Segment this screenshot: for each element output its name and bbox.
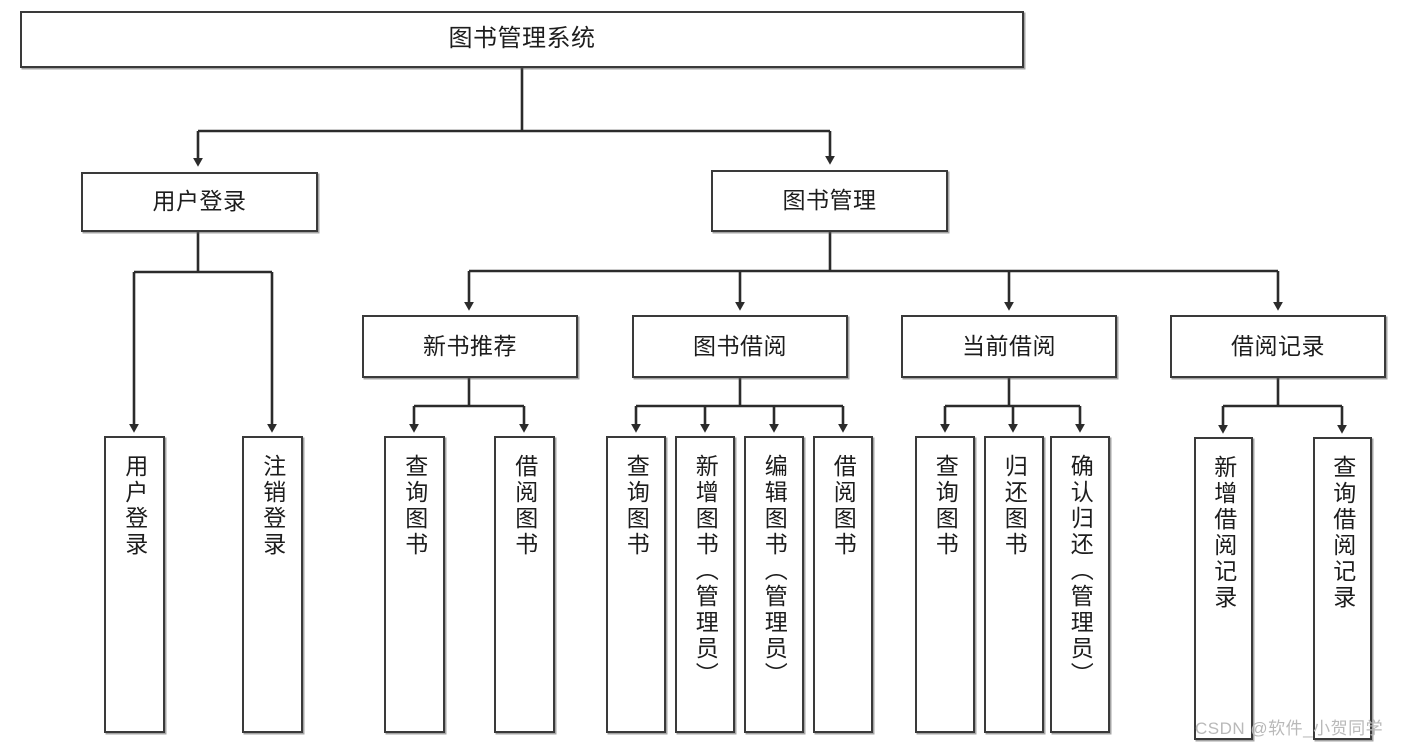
node-current-borrow-label: 当前借阅 (962, 332, 1056, 359)
node-leaf-query-book-c-label: 查询图书 (932, 454, 959, 558)
node-leaf-borrow-book-b-label: 借阅图书 (830, 454, 857, 558)
node-leaf-add-book-label: 新增图书（管理员） (692, 454, 719, 688)
node-leaf-add-book[interactable]: 新增图书（管理员） (675, 436, 735, 733)
node-new-book-recommend[interactable]: 新书推荐 (362, 315, 578, 378)
node-book-manage[interactable]: 图书管理 (711, 170, 948, 232)
node-borrow-record[interactable]: 借阅记录 (1170, 315, 1386, 378)
node-leaf-edit-book-label: 编辑图书（管理员） (761, 454, 788, 688)
node-leaf-confirm-return-label: 确认归还（管理员） (1067, 454, 1094, 688)
node-leaf-query-book-b[interactable]: 查询图书 (606, 436, 666, 733)
node-leaf-add-record[interactable]: 新增借阅记录 (1194, 437, 1253, 740)
node-leaf-query-book-c[interactable]: 查询图书 (915, 436, 975, 733)
node-new-book-recommend-label: 新书推荐 (423, 332, 517, 359)
node-user-login-label: 用户登录 (152, 188, 247, 215)
node-leaf-query-record[interactable]: 查询借阅记录 (1313, 437, 1372, 740)
node-leaf-edit-book[interactable]: 编辑图书（管理员） (744, 436, 804, 733)
node-leaf-confirm-return[interactable]: 确认归还（管理员） (1050, 436, 1110, 733)
node-leaf-add-record-label: 新增借阅记录 (1210, 455, 1237, 611)
node-root[interactable]: 图书管理系统 (20, 11, 1024, 68)
node-user-login[interactable]: 用户登录 (81, 172, 318, 232)
node-leaf-user-login-label: 用户登录 (121, 454, 148, 558)
node-leaf-return-book[interactable]: 归还图书 (984, 436, 1044, 733)
node-leaf-user-login[interactable]: 用户登录 (104, 436, 165, 733)
node-book-manage-label: 图书管理 (782, 187, 877, 214)
node-leaf-return-book-label: 归还图书 (1001, 454, 1028, 558)
watermark: CSDN @软件_小贺同学 (1195, 719, 1384, 738)
node-leaf-borrow-book-a-label: 借阅图书 (511, 454, 538, 558)
node-root-label: 图书管理系统 (448, 25, 596, 53)
node-leaf-query-record-label: 查询借阅记录 (1329, 455, 1356, 611)
node-borrow-record-label: 借阅记录 (1231, 332, 1325, 359)
node-leaf-query-book-a-label: 查询图书 (401, 454, 428, 558)
node-book-borrow-label: 图书借阅 (693, 332, 787, 359)
node-leaf-borrow-book-a[interactable]: 借阅图书 (494, 436, 555, 733)
node-leaf-logout-label: 注销登录 (259, 454, 286, 558)
node-leaf-query-book-a[interactable]: 查询图书 (384, 436, 445, 733)
node-book-borrow[interactable]: 图书借阅 (632, 315, 848, 378)
node-current-borrow[interactable]: 当前借阅 (901, 315, 1117, 378)
node-leaf-borrow-book-b[interactable]: 借阅图书 (813, 436, 873, 733)
node-leaf-query-book-b-label: 查询图书 (623, 454, 650, 558)
node-leaf-logout[interactable]: 注销登录 (242, 436, 303, 733)
